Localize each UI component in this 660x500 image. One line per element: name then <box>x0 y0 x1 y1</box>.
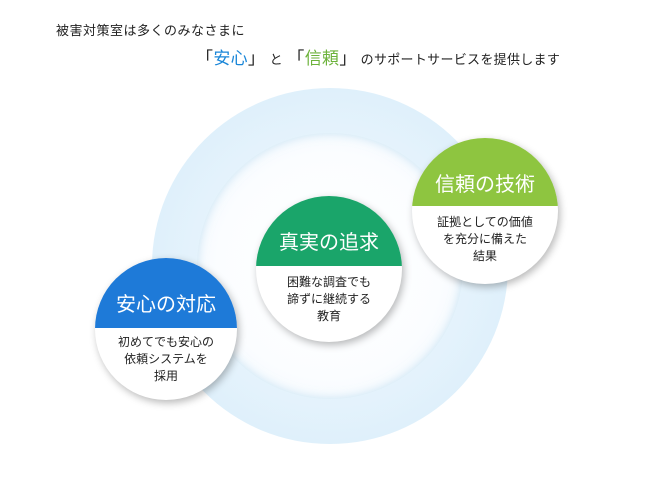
node-shinjitsu: 真実の追求 困難な調査でも 諦ずに継続する 教育 <box>256 196 402 342</box>
headline-joiner: と <box>269 53 283 68</box>
node-anshin-line-2: 依頼システムを <box>124 352 208 366</box>
node-anshin-line-1: 初めてでも安心の <box>117 335 214 349</box>
node-shinrai: 信頼の技術 証拠としての価値 を充分に備えた 結果 <box>412 138 558 284</box>
node-shinrai-title: 信頼の技術 <box>412 138 558 206</box>
node-shinrai-line-1: 証拠としての価値 <box>437 215 533 229</box>
node-anshin-description: 初めてでも安心の 依頼システムを 採用 <box>95 334 237 385</box>
node-shinrai-description: 証拠としての価値 を充分に備えた 結果 <box>412 214 558 265</box>
node-anshin-line-3: 採用 <box>153 369 178 383</box>
node-shinrai-line-3: 結果 <box>472 249 497 263</box>
node-shinjitsu-line-3: 教育 <box>316 309 341 323</box>
headline-bracket-close-1: 」 <box>247 49 266 69</box>
headline-bracket-open-2: 「 <box>287 49 305 69</box>
headline-keyword-shinrai: 信頼 <box>304 49 340 69</box>
node-shinjitsu-title: 真実の追求 <box>256 196 402 266</box>
node-shinjitsu-line-2: 諦ずに継続する <box>286 292 371 306</box>
node-anshin-title: 安心の対応 <box>95 258 237 328</box>
headline-bracket-open-1: 「 <box>196 49 214 69</box>
headline-bracket-close-2: 」 <box>339 49 357 69</box>
headline-keyword-anshin: 安心 <box>213 49 248 69</box>
intro-text: 被害対策室は多くのみなさまに <box>56 24 246 39</box>
node-anshin: 安心の対応 初めてでも安心の 依頼システムを 採用 <box>95 258 237 400</box>
headline-rest: のサポートサービスを提供します <box>360 53 561 68</box>
node-shinjitsu-description: 困難な調査でも 諦ずに継続する 教育 <box>256 274 402 325</box>
node-shinrai-line-2: を充分に備えた <box>442 232 527 246</box>
node-shinjitsu-line-1: 困難な調査でも <box>286 275 371 289</box>
headline: 「安心」 と 「信頼」のサポートサービスを提供します <box>196 44 560 69</box>
